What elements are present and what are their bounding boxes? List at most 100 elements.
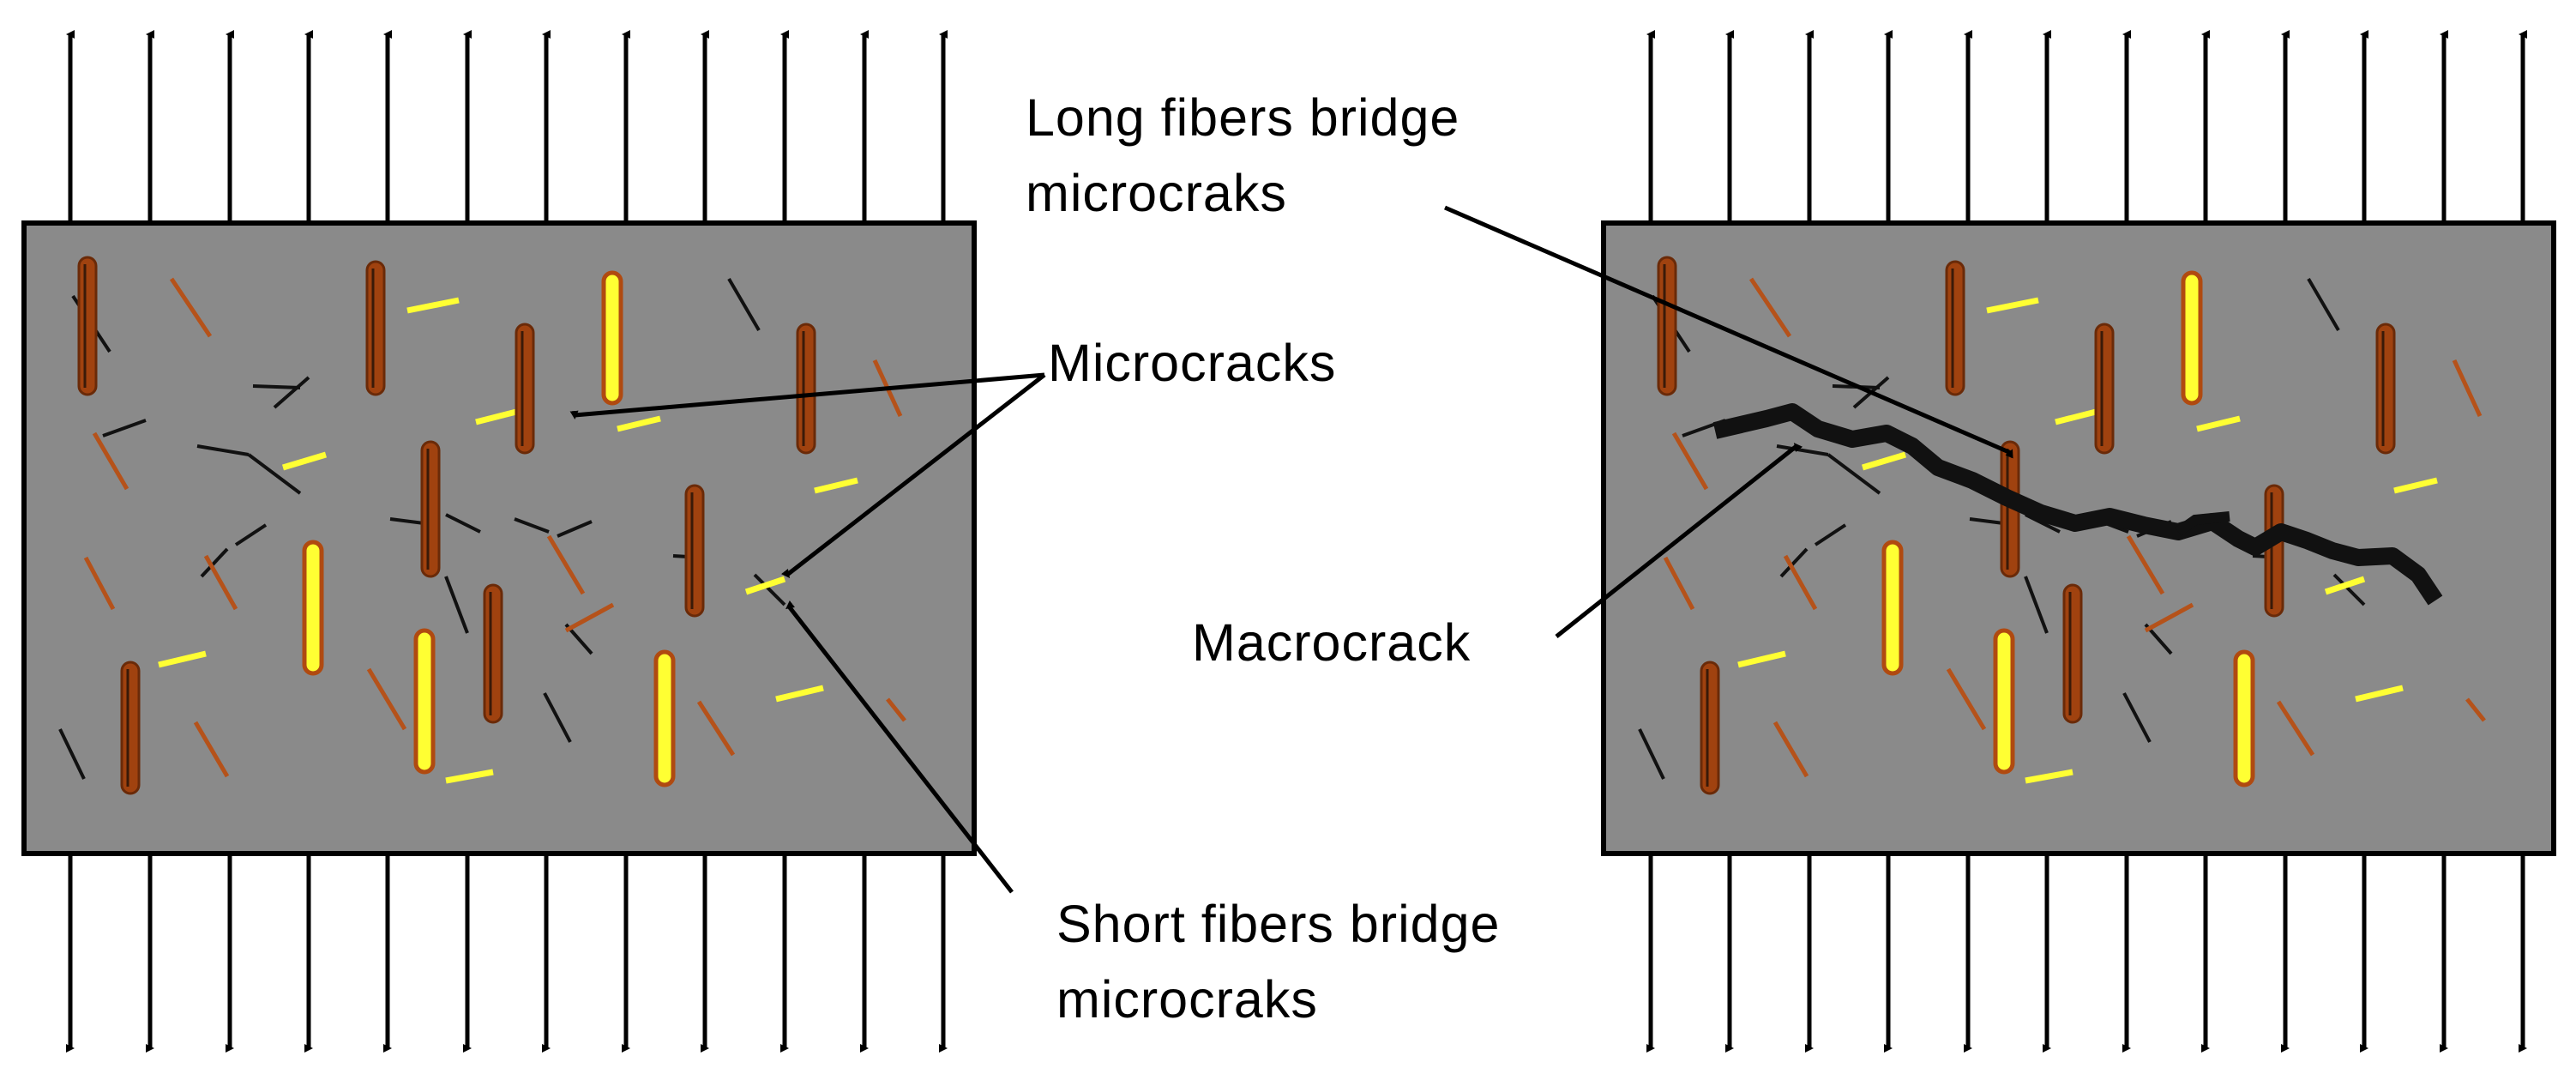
microcrack-line <box>2332 573 2366 606</box>
microcrack-line <box>444 576 469 634</box>
microcracks-label: Microcracks <box>1048 334 1336 392</box>
long-yellow-fiber <box>302 540 324 676</box>
microcrack-line <box>1779 547 1809 578</box>
long-fiber <box>120 661 141 795</box>
long-fiber <box>1700 661 1720 795</box>
short-fiber <box>886 697 906 722</box>
short-yellow-fiber <box>2025 769 2073 784</box>
long-yellow-fiber <box>1993 628 2015 775</box>
short-yellow-fiber <box>617 415 661 432</box>
short-yellow-fiber <box>1986 297 2039 314</box>
short-yellow-fiber <box>158 650 207 668</box>
short-fiber <box>2276 700 2315 757</box>
microcracks-leader-1 <box>569 372 1045 419</box>
short-fiber <box>564 602 615 633</box>
long-fiber <box>2062 583 2083 724</box>
microcrack-line <box>557 520 593 538</box>
long-yellow-fiber <box>2233 649 2255 787</box>
long-fiber <box>684 484 705 618</box>
short-fiber <box>83 556 116 611</box>
short-yellow-fiber <box>2393 477 2438 494</box>
long-fiber <box>77 256 98 396</box>
short-fibers-leader <box>785 600 1014 894</box>
long-yellow-fiber <box>1881 540 1904 676</box>
short-fiber <box>1671 431 1709 491</box>
short-fiber <box>1946 667 1987 731</box>
long-yellow-fiber <box>653 649 676 787</box>
short-yellow-fiber <box>775 685 824 703</box>
short-fiber <box>2465 697 2486 722</box>
short-fiber <box>2126 534 2165 595</box>
long-yellow-fiber <box>413 628 436 775</box>
microcrack-line <box>514 517 550 534</box>
microcrack-line <box>445 513 481 534</box>
long-fiber <box>1945 260 1965 396</box>
short-yellow-fiber <box>281 451 328 471</box>
macrocrack-leader <box>1555 443 1803 638</box>
short-yellow-fiber <box>2324 576 2366 595</box>
microcrack-line <box>247 453 302 495</box>
long-fiber <box>796 323 816 455</box>
short-yellow-fiber <box>2355 685 2404 703</box>
microcrack-line <box>1814 523 1847 546</box>
short-fiber <box>2452 359 2483 418</box>
long-yellow-fiber <box>601 270 623 406</box>
short-yellow-fiber <box>744 576 786 595</box>
microcrack-line <box>1638 728 1665 780</box>
short-fiber <box>1663 556 1695 611</box>
macrocrack-path <box>1712 403 2443 606</box>
long-fiber <box>515 323 535 455</box>
microcrack-line <box>753 573 786 606</box>
short-yellow-fiber <box>406 297 460 314</box>
long-fiber <box>2264 484 2284 618</box>
short-fiber <box>193 721 230 778</box>
microcracks-leader-2 <box>780 373 1046 578</box>
microcrack-line <box>1827 453 1881 495</box>
right-specimen-macrocracked <box>1601 220 2556 856</box>
long-fiber <box>365 260 386 396</box>
long-fibers-label-line2: microcraks <box>1026 164 1287 222</box>
microcrack-line <box>2122 692 2152 743</box>
short-fiber <box>1773 721 1809 778</box>
right-matrix-block <box>1601 220 2556 856</box>
macrocrack-branch <box>2175 511 2230 536</box>
short-fiber <box>366 667 407 731</box>
macrocrack-label: Macrocrack <box>1192 613 1471 672</box>
short-fiber <box>1783 554 1818 611</box>
leader-arrows <box>569 205 2013 894</box>
microcrack-line <box>727 277 761 332</box>
microcrack-line <box>58 728 86 780</box>
long-fiber <box>483 583 503 724</box>
left-matrix-block <box>21 220 977 856</box>
microcrack-line <box>543 692 572 743</box>
short-yellow-fiber <box>445 769 494 784</box>
long-yellow-fiber <box>2181 270 2203 406</box>
microcrack-line <box>2307 277 2340 332</box>
short-yellow-fiber <box>1737 650 1786 668</box>
short-yellow-fiber <box>2196 415 2241 432</box>
short-fibers-label-line1: Short fibers bridge <box>1056 895 1500 953</box>
microcrack-line <box>200 547 229 578</box>
left-specimen-microcracked <box>21 220 977 856</box>
tension-arrows <box>66 30 2527 1053</box>
long-fibers-label-line1: Long fibers bridge <box>1026 88 1460 147</box>
short-fiber <box>546 534 586 595</box>
long-fiber <box>2094 323 2115 455</box>
microcrack-line <box>273 376 310 409</box>
microcrack-line <box>102 419 147 437</box>
short-fiber <box>169 277 213 338</box>
long-fiber <box>420 440 441 578</box>
microcrack-line <box>234 523 268 546</box>
short-fiber <box>1748 277 1792 338</box>
long-fiber <box>2375 323 2396 455</box>
short-fiber <box>92 431 129 491</box>
short-fiber <box>2144 602 2194 633</box>
long-fiber <box>1657 256 1677 396</box>
short-fiber <box>696 700 736 757</box>
short-fibers-label-line2: microcraks <box>1056 970 1318 1029</box>
short-yellow-fiber <box>814 477 858 494</box>
microcrack-line <box>2024 576 2049 634</box>
long-fibers-leader <box>1444 205 2013 459</box>
short-yellow-fiber <box>1861 451 1907 471</box>
